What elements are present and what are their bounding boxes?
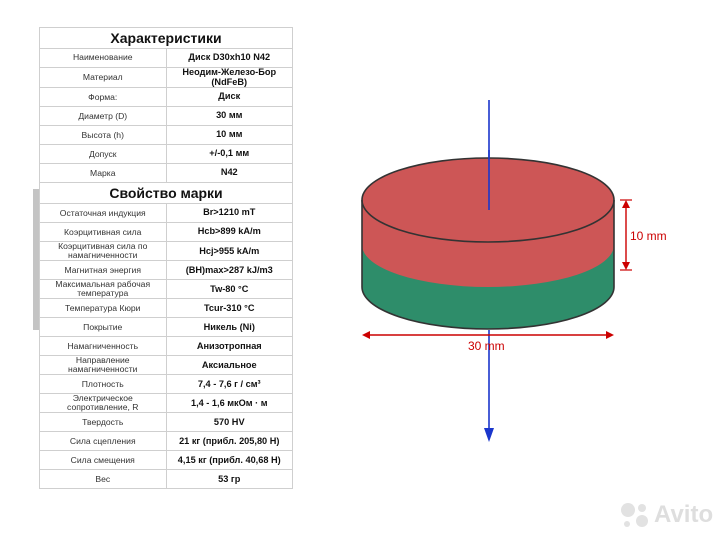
- height-label: 10 mm: [630, 229, 667, 243]
- spec-label: Плотность: [39, 374, 167, 395]
- spec-label: Магнитная энергия: [39, 260, 167, 281]
- spec-value: N42: [165, 163, 293, 184]
- spec-label: Коэрцитивная сила по намагниченности: [39, 241, 167, 262]
- spec-value: +/-0,1 мм: [165, 144, 293, 165]
- spec-label: Намагниченность: [39, 336, 167, 357]
- spec-label: Покрытие: [39, 317, 167, 338]
- spec-value: Tcur-310 °C: [165, 298, 293, 319]
- spec-value: Диск: [165, 87, 293, 108]
- side-accent-bar: [33, 189, 39, 330]
- spec-value: (BH)max>287 kJ/m3: [165, 260, 293, 281]
- spec-label: Допуск: [39, 144, 167, 165]
- spec-row: Форма:Диск: [39, 87, 293, 108]
- spec-label: Сила смещения: [39, 450, 167, 471]
- spec-row: Допуск+/-0,1 мм: [39, 144, 293, 165]
- spec-label: Электрическое сопротивление, R: [39, 393, 167, 414]
- diameter-arrow-right-icon: [606, 331, 614, 339]
- section-header-row: Свойство марки: [39, 182, 293, 205]
- spec-label: Диаметр (D): [39, 106, 167, 127]
- spec-value: Аксиальное: [165, 355, 293, 376]
- spec-label: Направление намагниченности: [39, 355, 167, 376]
- spec-label: Материал: [39, 66, 167, 89]
- avito-watermark: Avito: [618, 500, 714, 530]
- spec-value: Hcb>899 kA/m: [165, 222, 293, 243]
- spec-label: Форма:: [39, 87, 167, 108]
- spec-value: 570 HV: [165, 412, 293, 433]
- spec-label: Коэрцитивная сила: [39, 222, 167, 243]
- magnet-top-face: [362, 158, 614, 242]
- spec-value: 7,4 - 7,6 г / см³: [165, 374, 293, 395]
- magnet-diagram: 10 mm 30 mm: [350, 90, 670, 455]
- section-header-row: Характеристики: [39, 27, 293, 49]
- height-arrow-top-icon: [622, 200, 630, 208]
- diameter-label: 30 mm: [468, 339, 505, 353]
- spec-label: Сила сцепления: [39, 431, 167, 452]
- spec-label: Твердость: [39, 412, 167, 433]
- spec-value: 30 мм: [165, 106, 293, 127]
- spec-value: Никель (Ni): [165, 317, 293, 338]
- magnet-top-outline: [361, 157, 615, 243]
- spec-value: Неодим-Железо-Бор (NdFeB): [165, 66, 293, 89]
- spec-label: Наименование: [39, 48, 167, 68]
- spec-row: Магнитная энергия(BH)max>287 kJ/m3: [39, 260, 293, 281]
- avito-watermark-text: Avito: [654, 501, 714, 528]
- spec-value: 1,4 - 1,6 мкОм · м: [165, 393, 293, 414]
- magnet-side-outline: [361, 200, 615, 330]
- spec-row: Диаметр (D)30 мм: [39, 106, 293, 127]
- section-header: Свойство марки: [39, 182, 293, 205]
- spec-value: Br>1210 mT: [165, 203, 293, 224]
- spec-label: Температура Кюри: [39, 298, 167, 319]
- spec-value: Hcj>955 kA/m: [165, 241, 293, 262]
- spec-value: Анизотропная: [165, 336, 293, 357]
- spec-value: 53 гр: [165, 469, 293, 490]
- diameter-arrow-left-icon: [362, 331, 370, 339]
- avito-logo-icon: [621, 503, 648, 527]
- spec-value: 4,15 кг (прибл. 40,68 Н): [165, 450, 293, 471]
- spec-value: Tw-80 °C: [165, 279, 293, 300]
- spec-label: Максимальная рабочая температура: [39, 279, 167, 300]
- spec-value: Диск D30xh10 N42: [165, 48, 293, 68]
- height-arrow-bottom-icon: [622, 262, 630, 270]
- section-header: Характеристики: [39, 27, 293, 49]
- spec-label: Высота (h): [39, 125, 167, 146]
- spec-value: 21 кг (прибл. 205,80 Н): [165, 431, 293, 452]
- spec-row: Высота (h)10 мм: [39, 125, 293, 146]
- magnet-svg: 10 mm 30 mm: [361, 100, 667, 442]
- axis-arrow-icon: [484, 428, 494, 442]
- spec-label: Вес: [39, 469, 167, 490]
- spec-label: Остаточная индукция: [39, 203, 167, 224]
- spec-value: 10 мм: [165, 125, 293, 146]
- spec-label: Марка: [39, 163, 167, 184]
